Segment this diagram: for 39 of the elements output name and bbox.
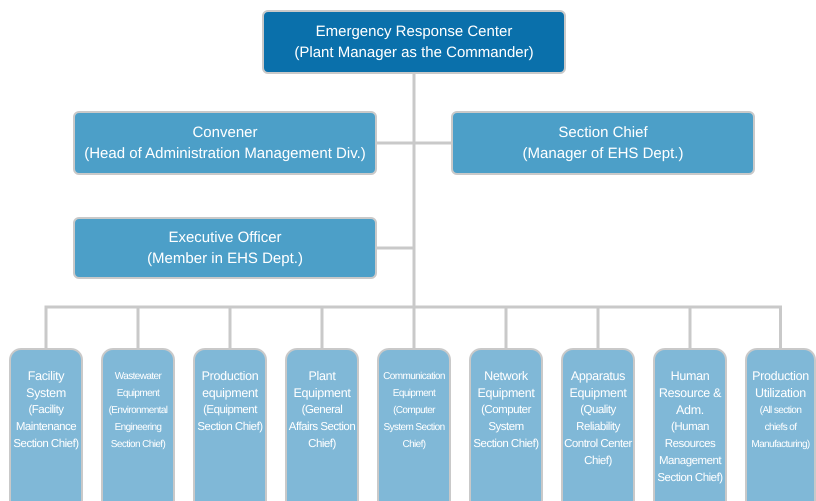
unit-title: Executive Officer (168, 228, 282, 248)
role-description: (Head of Administration Management Div.) (84, 144, 366, 164)
role-description: (Facility Maintenance Section Chief) (12, 403, 80, 452)
role-description: (Manager of EHS Dept.) (522, 144, 684, 164)
org-box (73, 111, 377, 175)
org-box (9, 348, 83, 501)
org-box (262, 10, 566, 74)
role-description: (Equipment Section Chief) (196, 403, 264, 435)
org-box (561, 348, 635, 501)
unit-title: Network Equipment (476, 368, 536, 402)
org-box (101, 348, 175, 501)
org-box (285, 348, 359, 501)
org-box (745, 348, 816, 501)
org-box (377, 348, 451, 501)
unit-title: Apparatus Equipment (568, 368, 628, 402)
unit-title: Communication Equipment (382, 370, 446, 401)
role-description: (Quality Reliability Control Center Chief) (563, 403, 633, 469)
org-box (451, 111, 755, 175)
role-description: (Environmental Engineering Section Chief) (108, 404, 168, 452)
org-box (193, 348, 267, 501)
unit-title: Facility System (25, 368, 67, 402)
role-description: (All section chiefs of Manufacturing) (750, 404, 811, 452)
org-box (73, 217, 377, 279)
org-box (469, 348, 543, 501)
unit-title: Convener (192, 123, 258, 143)
unit-title: Production equipment (200, 368, 260, 402)
role-description: (Member in EHS Dept.) (147, 249, 303, 269)
unit-title: Human Resource & Adm. (658, 368, 722, 419)
role-description: (General Affairs Section Chief) (288, 403, 356, 452)
role-description: (Computer System Section Chief) (472, 403, 540, 452)
unit-title: Production Utilization (751, 368, 810, 402)
unit-title: Wastewater Equipment (114, 370, 163, 401)
unit-title: Plant Equipment (292, 368, 352, 402)
role-description: (Human Resources Management Section Chief) (656, 420, 724, 486)
org-box (653, 348, 727, 501)
role-description: (Computer System Section Chief) (382, 404, 446, 452)
role-description: (Plant Manager as the Commander) (294, 43, 534, 63)
unit-title: Section Chief (558, 123, 648, 143)
unit-title: Emergency Response Center (316, 22, 512, 42)
